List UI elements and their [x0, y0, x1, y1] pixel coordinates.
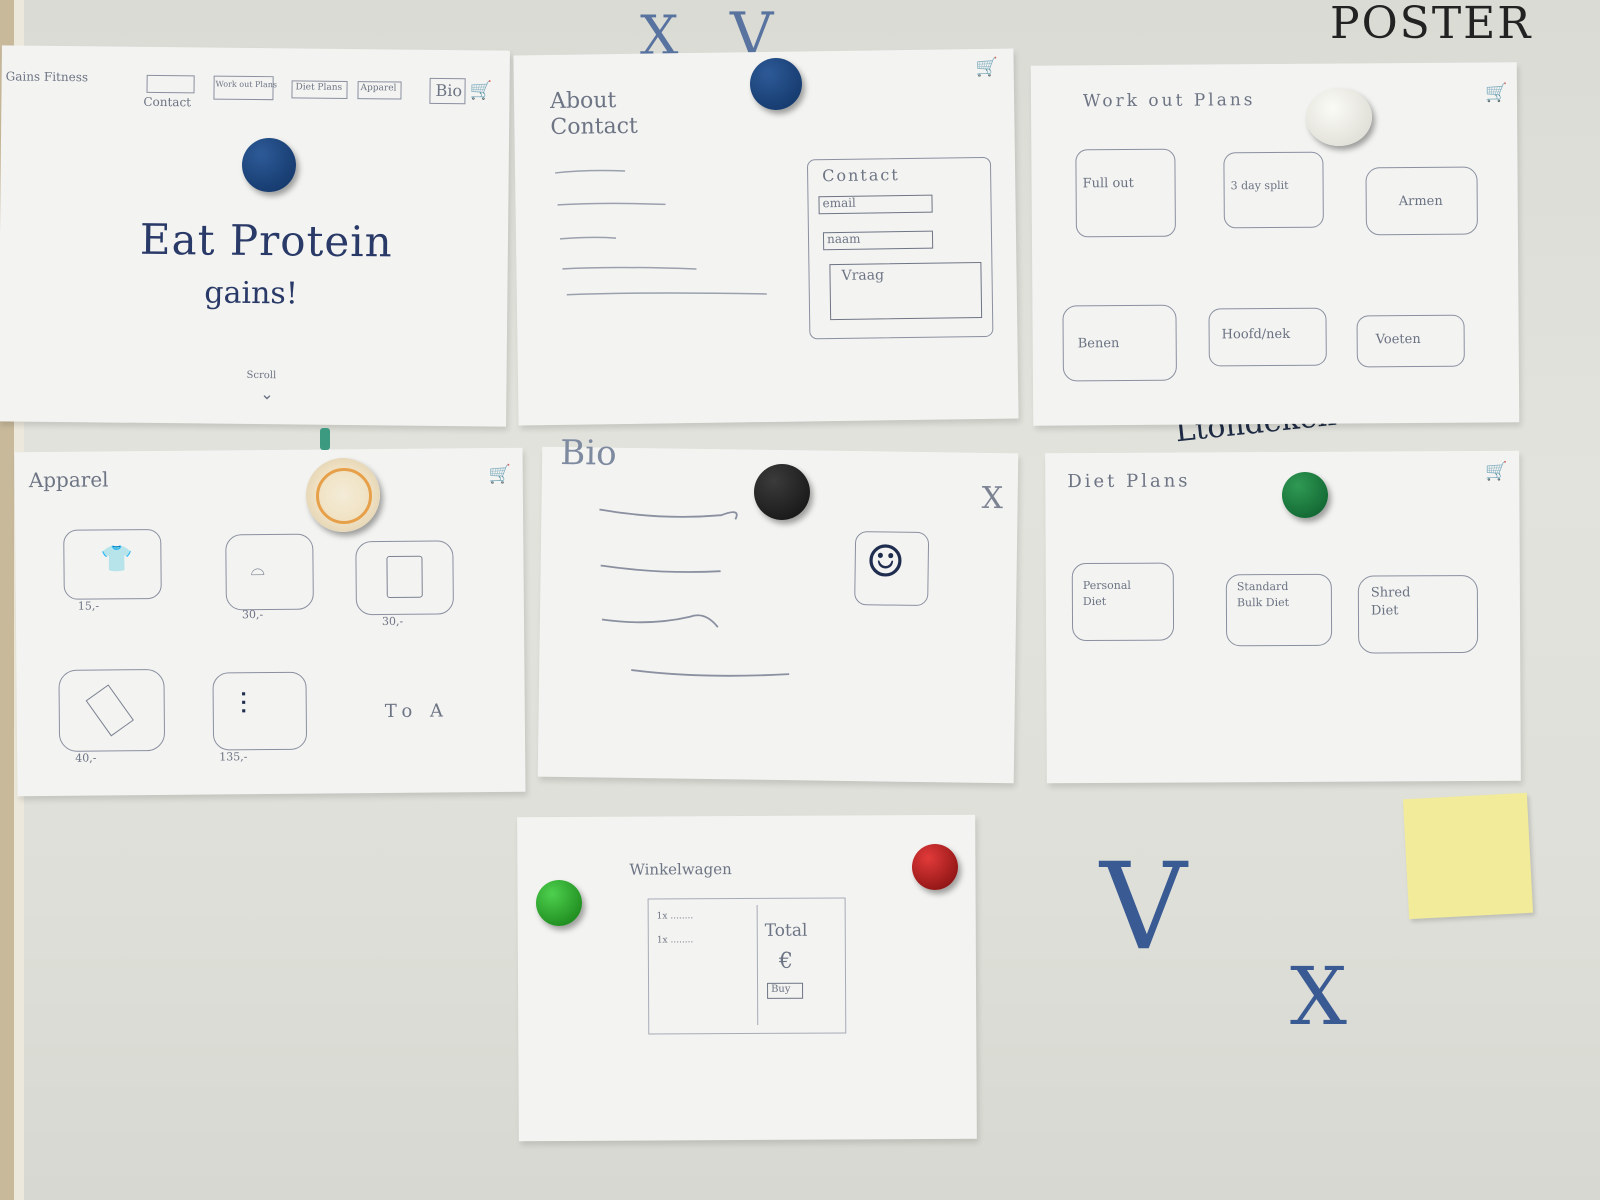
magnet-green-diet [1282, 472, 1328, 518]
sketch-shopping-cart: Winkelwagen 1x ........ 1x ........ Tota… [517, 814, 977, 1142]
apparel-cart-icon[interactable]: 🛒 [488, 463, 512, 486]
apparel-more: To A [384, 700, 450, 723]
board-mark-x: X [1290, 950, 1347, 1043]
diet-card-standard-bulk[interactable]: Standard Bulk Diet [1225, 573, 1333, 647]
apparel-price-whey: 30,- [381, 614, 404, 629]
apparel-item-whey[interactable] [355, 540, 454, 616]
plan-card-armen[interactable]: Armen [1365, 166, 1478, 236]
apparel-item-shirt[interactable]: 👕 [63, 528, 162, 600]
contact-form: Contact email naam Vraag [806, 156, 994, 340]
apparel-item-cap[interactable]: ⌓ [225, 533, 314, 611]
plan-card-voeten[interactable]: Voeten [1356, 314, 1465, 368]
contact-form-title: Contact [822, 165, 900, 186]
diet-card-personal[interactable]: Personal Diet [1071, 562, 1175, 642]
plan-card-voeten-label: Voeten [1375, 331, 1421, 348]
hero-subline: gains! [204, 275, 299, 312]
cart-total-label: Total [764, 920, 808, 941]
cart-item-line-2: 1x ........ [656, 935, 694, 946]
plan-card-3-day-split[interactable]: 3 day split [1223, 151, 1324, 229]
apparel-price-shaker: 40,- [75, 751, 97, 765]
diet-card-personal-label: Personal Diet [1082, 578, 1131, 609]
plan-card-full-out[interactable]: Full out [1075, 148, 1176, 238]
cart-items-list: 1x ........ 1x ........ [652, 904, 759, 1026]
dumbbell-icon: ⫶ [239, 687, 248, 723]
diet-card-shred-label: Shred Diet [1370, 585, 1411, 619]
sketch-bio: Bio X ☺ [537, 433, 1019, 784]
plan-card-hoofd-nek[interactable]: Hoofd/nek [1208, 307, 1327, 367]
cart-title: Winkelwagen [629, 860, 732, 879]
cap-icon: ⌓ [250, 559, 265, 581]
nav-bio-label: Bio [435, 80, 463, 101]
nav-apparel-label: Apparel [360, 83, 397, 94]
sketch-home-page: Gains Fitness Contact Work out Plans Die… [0, 45, 510, 427]
apparel-item-shaker[interactable] [58, 668, 166, 752]
bio-avatar-frame: ☺ [854, 531, 930, 607]
scroll-chevron-icon[interactable]: ⌄ [260, 384, 274, 404]
nav-workout-label: Work out Plans [215, 79, 278, 90]
magnet-black-bio [754, 464, 810, 520]
shirt-icon: 👕 [100, 544, 133, 575]
plan-card-hoofd-nek-label: Hoofd/nek [1221, 326, 1291, 343]
person-icon: ☺ [865, 536, 906, 588]
diet-title: Diet Plans [1067, 470, 1191, 493]
diet-cart-icon[interactable]: 🛒 [1485, 460, 1508, 482]
board-title: POSTER [1330, 0, 1533, 49]
scroll-hint: Scroll [246, 369, 277, 382]
magnet-green-cart [536, 880, 582, 926]
diet-card-standard-bulk-label: Standard Bulk Diet [1236, 579, 1290, 610]
cart-panel: 1x ........ 1x ........ Total € Buy [647, 897, 847, 1035]
apparel-price-shirt: 15,- [77, 599, 100, 613]
push-pin-green [320, 428, 330, 450]
sketch-apparel: Apparel 🛒 👕 15,- ⌓ 30,- 30,- 40,- ⫶ 135,… [14, 447, 526, 797]
name-field-label: naam [826, 231, 861, 247]
buy-button[interactable]: Buy [767, 982, 804, 999]
cart-total-currency: € [778, 948, 793, 974]
buy-button-label: Buy [771, 983, 791, 995]
cart-icon[interactable]: 🛒 [469, 80, 493, 102]
bio-text-lines [599, 508, 790, 677]
magnet-blue-about [750, 58, 802, 110]
apparel-title: Apparel [28, 467, 109, 493]
whey-jar-icon [386, 555, 423, 598]
board-mark-v: V [1100, 838, 1187, 977]
nav-contact-label: Contact [143, 94, 192, 110]
about-text-lines [555, 169, 767, 296]
brand-logo: Gains Fitness [5, 69, 89, 85]
apparel-price-cap: 30,- [241, 608, 264, 622]
magnet-logo-ring [316, 468, 372, 524]
plan-card-3-day-split-label: 3 day split [1230, 178, 1289, 193]
question-field-label: Vraag [841, 267, 885, 284]
apparel-price-dumbbell: 135,- [219, 750, 248, 764]
sketch-workout-plans: Work out Plans 🛒 Full out 3 day split Ar… [1030, 62, 1520, 426]
workout-cart-icon[interactable]: 🛒 [1484, 82, 1508, 104]
shaker-icon [85, 684, 134, 737]
plan-card-full-out-label: Full out [1082, 175, 1134, 192]
apparel-item-dumbbell[interactable]: ⫶ [212, 671, 308, 751]
hero-headline: Eat Protein [139, 214, 393, 267]
sticky-note-yellow [1402, 792, 1534, 920]
magnet-logo-apparel [306, 458, 380, 532]
magnet-red-cart [912, 844, 958, 890]
workout-title: Work out Plans [1082, 90, 1256, 112]
nav-diet-label: Diet Plans [295, 82, 343, 93]
plan-card-armen-label: Armen [1398, 193, 1443, 210]
email-field-label: email [822, 195, 856, 211]
sketch-about-contact: About Contact 🛒 Contact email naam Vraag [513, 48, 1019, 426]
plan-card-benen[interactable]: Benen [1062, 304, 1177, 382]
nav-contact[interactable] [146, 74, 195, 94]
magnet-blue-home [242, 138, 296, 192]
magnet-white-workout [1306, 88, 1372, 146]
diet-card-shred[interactable]: Shred Diet [1357, 574, 1479, 654]
cart-item-line: 1x ........ [656, 911, 694, 922]
plan-card-benen-label: Benen [1077, 336, 1120, 352]
